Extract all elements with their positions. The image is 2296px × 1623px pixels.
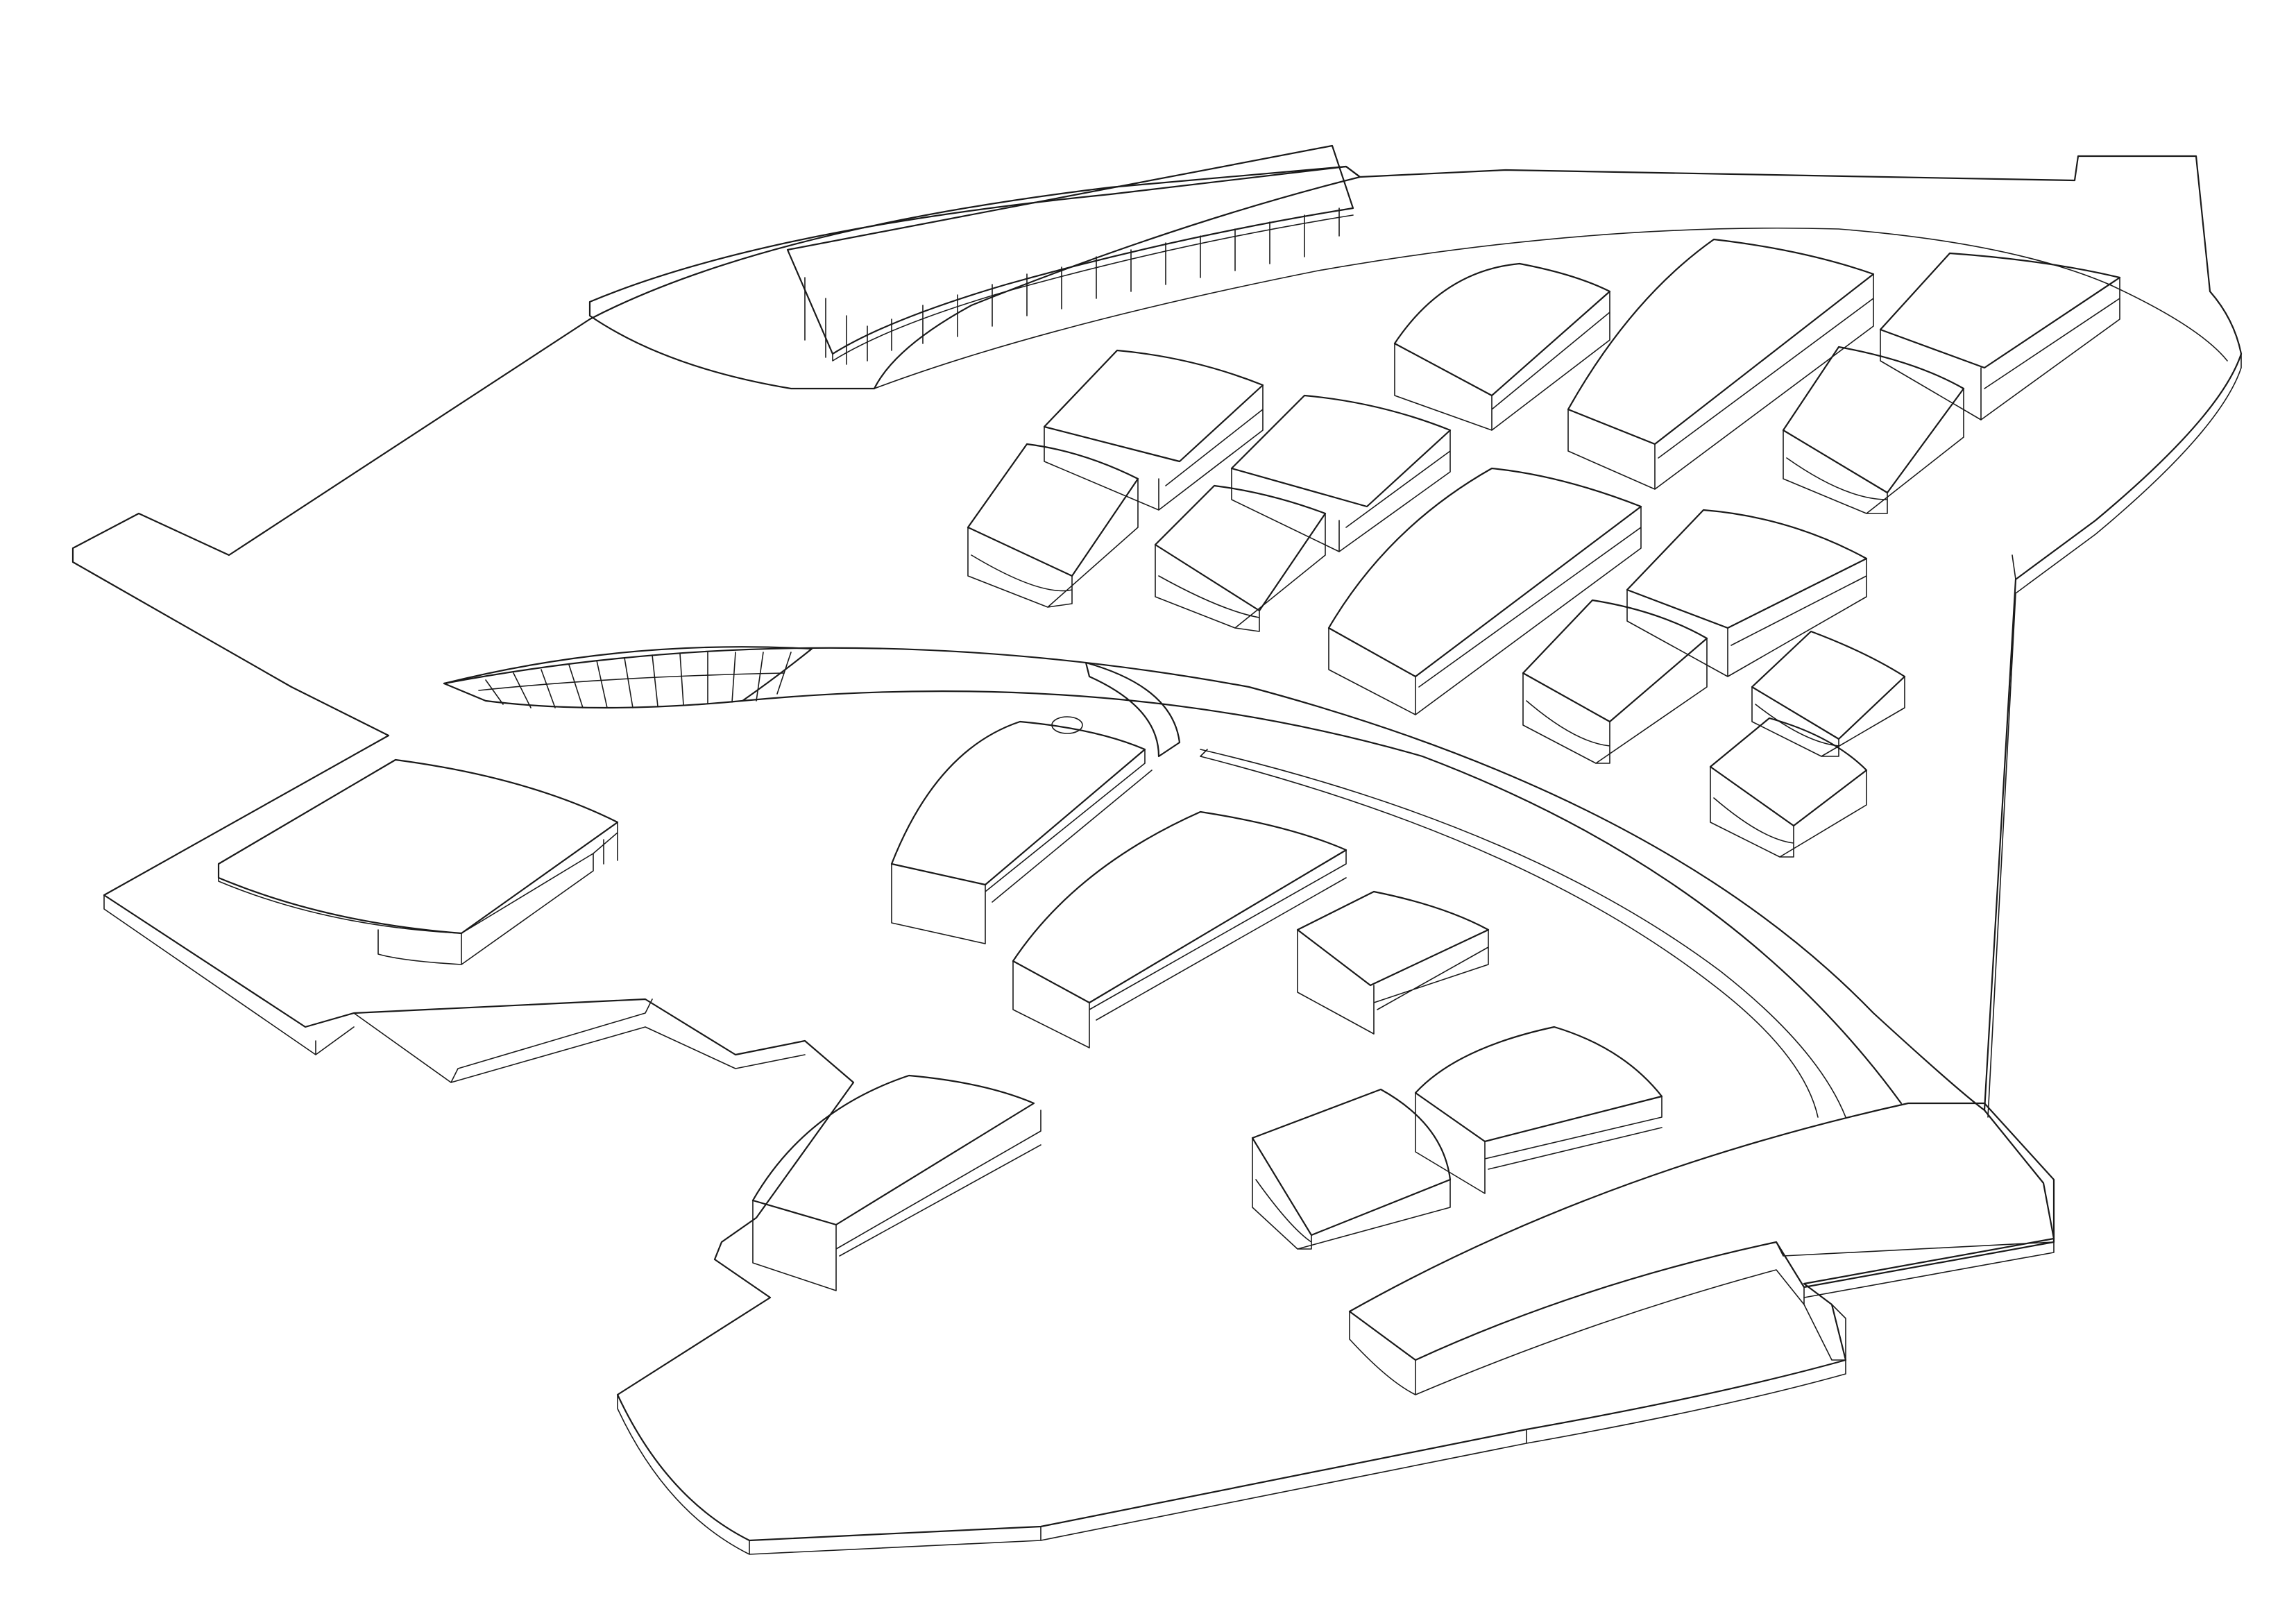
pavilion-u11-roof <box>1522 599 1708 723</box>
amphitheatre-steps <box>443 646 813 709</box>
pavilion-l2 <box>1012 810 1347 1048</box>
pavilion-u2-walls <box>967 478 1139 608</box>
pavilion-u3 <box>1230 394 1452 552</box>
pavilion-u9-walls <box>1328 506 1642 715</box>
southeast-building-top <box>1348 1102 2055 1361</box>
pavilion-u7-roof <box>1879 252 2121 369</box>
pavilion-u12-walls <box>1751 676 1905 757</box>
pavilion-u10-roof <box>1626 509 1868 629</box>
pavilion-l3-walls <box>1297 929 1489 1035</box>
pavilion-u3-roof <box>1230 394 1452 508</box>
pavilion-l3 <box>1296 890 1490 1035</box>
west-pavilion <box>217 758 619 965</box>
pavilion-u7 <box>1879 252 2121 420</box>
pavilion-u1 <box>1043 349 1264 511</box>
pavilion-u4-walls <box>1155 513 1326 632</box>
pavilion-u9 <box>1327 467 1642 715</box>
steps-treads <box>485 652 792 708</box>
pavilion-l5 <box>1251 1088 1452 1250</box>
pavilion-u11 <box>1522 599 1708 764</box>
pavilion-u8-walls <box>1783 388 1964 514</box>
pavilion-u8-roof <box>1782 346 1965 494</box>
pergola-roof-edge <box>832 214 1354 362</box>
pergola-base <box>588 165 1361 390</box>
pavilion-u6-roof <box>1567 238 1875 445</box>
north-pergola <box>588 144 1361 390</box>
promenade-outer-edge <box>443 647 1986 1112</box>
pavilion-u4 <box>1154 484 1327 632</box>
pavilion-u5 <box>1393 262 1611 431</box>
fountain-basin <box>1051 716 1083 734</box>
pavilion-u1-roof <box>1043 349 1264 463</box>
steps-inner-line <box>478 672 785 691</box>
southeast-building-front <box>1349 1269 1846 1395</box>
pavilion-l6-roof <box>751 1074 1035 1226</box>
pavilion-u10-walls <box>1626 558 1867 677</box>
promenade-inner-edge <box>741 690 1903 1105</box>
pavilion-l1-walls <box>891 749 1153 944</box>
pavilion-l6-walls <box>752 1110 1041 1291</box>
pergola-roof <box>786 144 1354 355</box>
southeast-building <box>1348 1102 2055 1395</box>
upper-cluster-boundary <box>874 227 2228 389</box>
pavilion-l5-roof <box>1251 1088 1452 1237</box>
pavilion-l1 <box>890 720 1153 944</box>
curved-promenade <box>443 647 1986 1118</box>
crescent-wall <box>1051 661 1181 758</box>
platform-edge-middle <box>353 999 806 1083</box>
pavilion-l4-walls <box>1415 1092 1663 1194</box>
pavilion-u2-roof <box>967 443 1139 577</box>
crescent-wall-outline <box>1085 661 1181 758</box>
pavilion-u3-walls <box>1231 430 1451 552</box>
pavilion-u5-roof <box>1393 262 1611 397</box>
pavilion-u12-roof <box>1751 630 1906 740</box>
platform-edge-left <box>72 547 355 1055</box>
pavilion-u6 <box>1567 238 1875 490</box>
promenade-walkway-edge-2 <box>1200 749 1819 1118</box>
pavilion-u7-walls <box>1880 277 2120 420</box>
pavilion-l3-roof <box>1296 890 1490 987</box>
pavilion-u10 <box>1626 509 1868 677</box>
pavilion-u13-walls <box>1710 766 1867 858</box>
pavilion-l4 <box>1414 1026 1663 1194</box>
pavilion-l2-roof <box>1012 810 1347 1004</box>
west-pavilion-walls <box>218 822 618 965</box>
pavilion-l1-roof <box>890 720 1146 886</box>
pavilion-l2-walls <box>1012 849 1347 1048</box>
pavilion-u6-walls <box>1567 273 1874 490</box>
pavilion-u2 <box>967 443 1139 608</box>
pavilion-l4-roof <box>1414 1026 1663 1143</box>
pavilion-u4-roof <box>1154 484 1327 612</box>
pavilion-l5-walls <box>1252 1137 1451 1250</box>
site-platform <box>71 155 2243 1555</box>
pavilion-u12 <box>1751 630 1906 757</box>
platform-edge-bottom <box>617 1359 1846 1555</box>
pavilion-u8 <box>1782 346 1965 514</box>
west-pavilion-roof <box>217 758 619 935</box>
pavilion-l6 <box>751 1074 1041 1291</box>
site-outline <box>71 155 2243 1542</box>
pavilion-u1-walls <box>1044 384 1264 511</box>
pavilion-u9-roof <box>1327 467 1642 678</box>
pavilion-u5-walls <box>1394 291 1610 431</box>
platform-edge-right <box>1803 353 2242 1298</box>
pavilion-u11-walls <box>1522 638 1708 764</box>
promenade-walkway-edge <box>1200 749 1846 1118</box>
pergola-columns <box>804 207 1340 365</box>
pavilion-u13 <box>1709 717 1868 858</box>
southeast-building-upper-edge <box>1776 1241 2055 1257</box>
